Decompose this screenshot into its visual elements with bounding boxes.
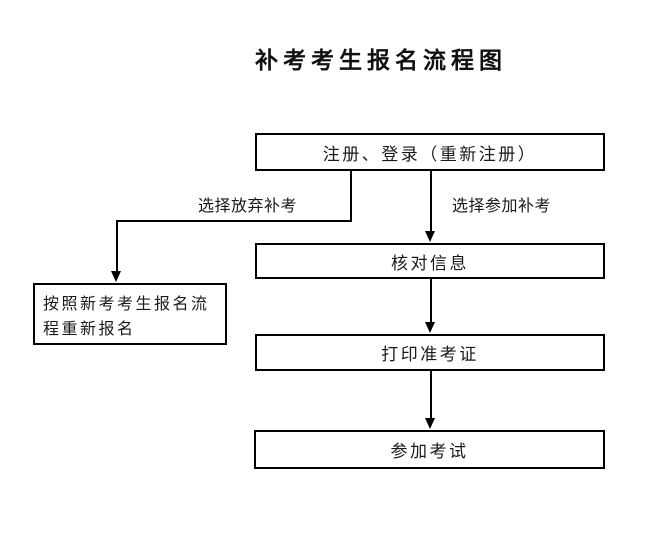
connector-give-up-vertical [116,220,118,273]
node-register: 注册、登录（重新注册） [255,133,605,171]
edge-label-give-up: 选择放弃补考 [198,198,298,215]
node-reapply: 按照新考考生报名流程重新报名 [33,283,227,345]
connector-print-to-exam [430,370,432,419]
connector-participate-vertical [430,170,432,232]
node-print-label: 打印准考证 [381,345,479,364]
arrow-down-icon [111,271,121,282]
connector-give-up-horizontal [116,220,352,222]
arrow-down-icon [425,231,435,242]
arrow-down-icon [425,322,435,333]
edge-label-participate: 选择参加补考 [452,198,552,215]
node-print: 打印准考证 [255,334,605,371]
node-verify: 核对信息 [255,243,605,279]
node-register-label: 注册、登录（重新注册） [322,144,538,164]
node-reapply-label: 按照新考考生报名流程重新报名 [43,296,210,338]
node-verify-label: 核对信息 [391,253,469,273]
node-exam-label: 参加考试 [390,442,469,461]
page-title: 补考考生报名流程图 [255,47,507,73]
connector-verify-to-print [430,278,432,324]
node-exam: 参加考试 [254,430,605,469]
arrow-down-icon [425,418,435,429]
connector-register-branch-stub [350,170,352,222]
